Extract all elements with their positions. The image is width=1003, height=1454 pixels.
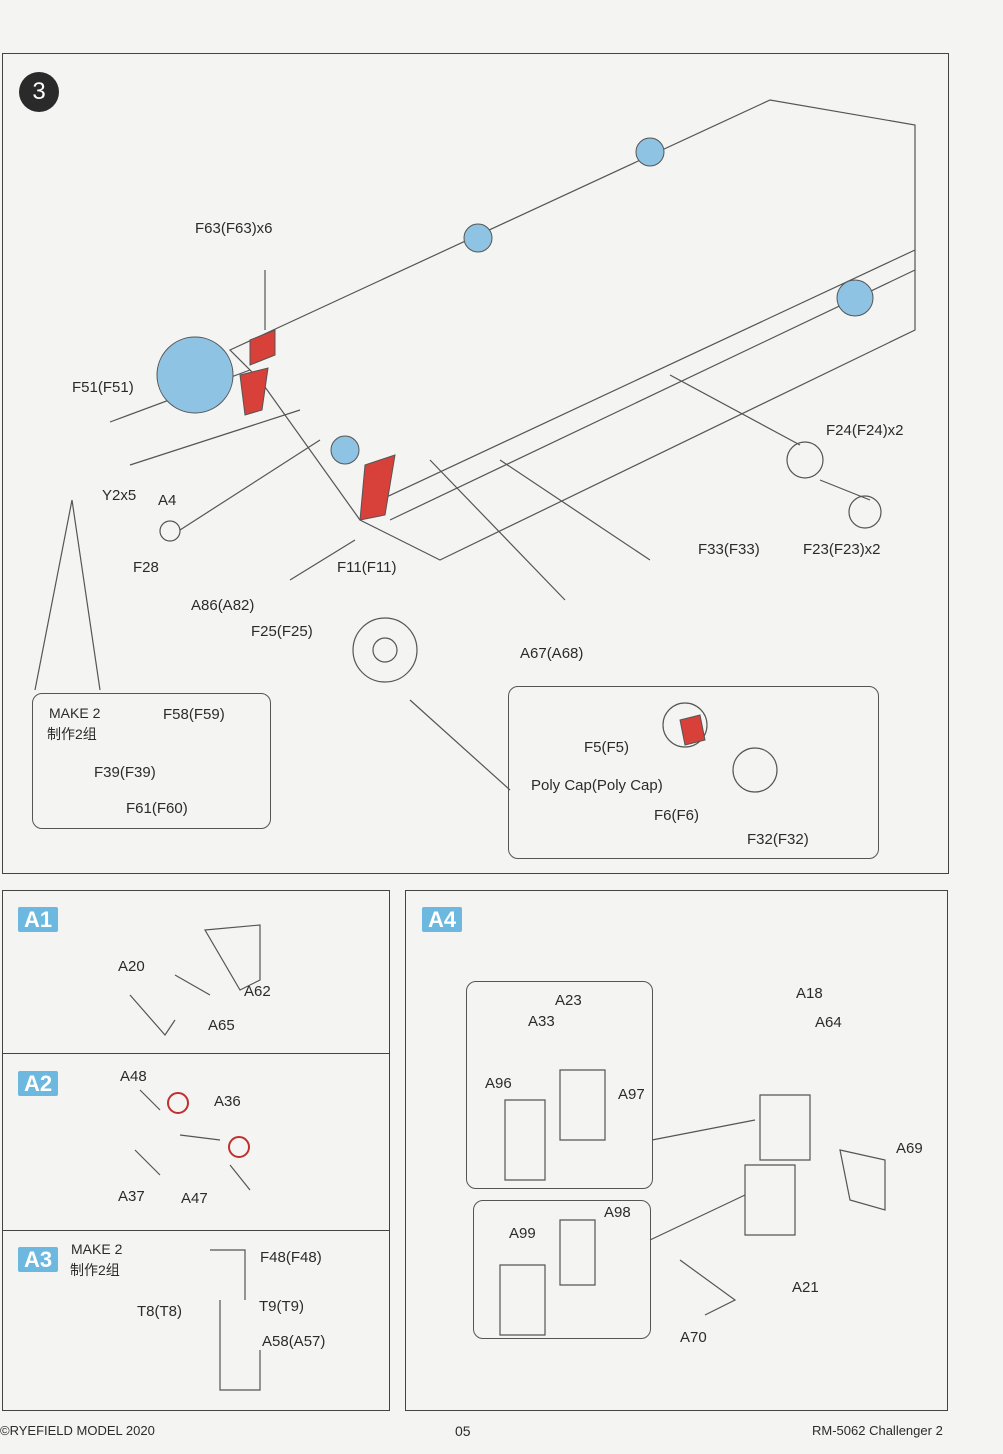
label-a64: A64 [815,1014,842,1031]
label-a58: A58(A57) [262,1333,326,1350]
label-a47: A47 [181,1190,208,1207]
label-a65: A65 [208,1017,235,1034]
label-a48: A48 [120,1068,147,1085]
product-code: RM-5062 Challenger 2 [812,1423,943,1438]
label-a23: A23 [555,992,582,1009]
label-f11: F11(F11) [337,559,397,576]
label-a98: A98 [604,1204,631,1221]
idler-wheel [786,441,824,479]
label-a69: A69 [896,1140,923,1157]
label-f32: F32(F32) [747,831,809,848]
label-a21: A21 [792,1279,819,1296]
label-t9: T9(T9) [259,1298,304,1315]
copyright: ©RYEFIELD MODEL 2020 [0,1423,155,1438]
label-f63: F63(F63)x6 [195,220,273,237]
label-a97: A97 [618,1086,645,1103]
label-a70: A70 [680,1329,707,1346]
label-a96: A96 [485,1075,512,1092]
label-f58: F58(F59) [163,706,225,723]
label-a4: A4 [158,492,177,509]
road-wheel [352,617,418,683]
label-a33: A33 [528,1013,555,1030]
a2-badge: A2 [18,1071,58,1096]
glue-area [249,329,276,366]
label-y2: Y2x5 [102,487,137,504]
label-f5: F5(F5) [584,739,629,756]
label-f24: F24(F24)x2 [826,422,904,439]
a3-badge: A3 [18,1247,58,1272]
a1-badge: A1 [18,907,58,932]
a1-panel [2,890,390,1054]
label-f28: F28 [133,559,159,576]
label-f51: F51(F51) [72,379,134,396]
label-a36: A36 [214,1093,241,1110]
label-f6: F6(F6) [654,807,699,824]
label-a86: A86(A82) [191,597,255,614]
label-f48: F48(F48) [260,1249,322,1266]
label-f61: F61(F60) [126,800,188,817]
label-a20: A20 [118,958,145,975]
label-f33: F33(F33) [698,541,760,558]
make-2-subassembly-box [32,693,271,829]
label-t8: T8(T8) [137,1303,182,1320]
page-number: 05 [455,1423,471,1439]
a4-panel [405,890,948,1411]
label-f25: F25(F25) [251,623,313,640]
make-2-note: MAKE 2 [71,1241,123,1257]
no-glue-icon [228,1136,250,1158]
no-glue-icon [167,1092,189,1114]
step-3-panel [2,53,949,874]
label-a18: A18 [796,985,823,1002]
make-2-note-cn: 制作2组 [70,1262,120,1278]
wheel-detail-box [508,686,879,859]
label-a99: A99 [509,1225,536,1242]
a3-panel [2,1230,390,1411]
hull-outline [228,99,916,561]
track-guard [379,249,916,521]
label-a62: A62 [244,983,271,1000]
a4-badge: A4 [422,907,462,932]
jerrycan-detail-box-2 [473,1200,651,1339]
label-f39: F39(F39) [94,764,156,781]
label-a37: A37 [118,1188,145,1205]
make-2-note: MAKE 2 [49,705,101,721]
label-polycap: Poly Cap(Poly Cap) [531,777,663,794]
step-number: 3 [19,72,59,112]
jerrycan-detail-box-1 [466,981,653,1189]
label-a67: A67(A68) [520,645,584,662]
make-2-note-cn: 制作2组 [47,726,97,742]
drive-sprocket-blue [156,336,234,414]
label-f23: F23(F23)x2 [803,541,881,558]
